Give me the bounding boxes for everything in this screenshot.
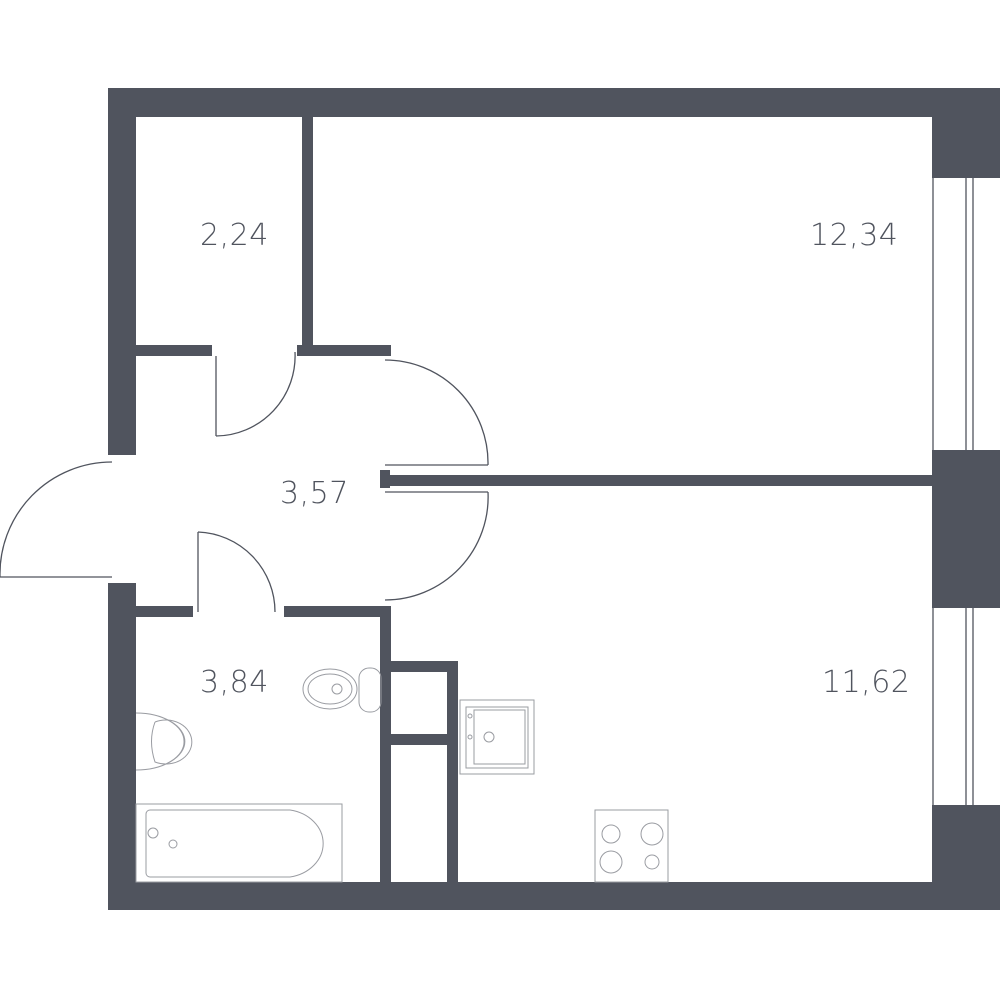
bathroom-wall-top-right (284, 606, 391, 617)
outer-wall-top (108, 88, 1000, 117)
shaft-middle (391, 734, 447, 745)
windows (932, 178, 974, 805)
room-divider-end (380, 470, 390, 488)
bathtub-icon (135, 803, 343, 883)
storage-door[interactable] (215, 351, 296, 437)
outer-wall-right-top (932, 88, 1000, 178)
storage-partition (302, 117, 313, 356)
outer-wall-left-upper (108, 88, 136, 455)
room-area-storage: 2,24 (200, 218, 269, 253)
doors (0, 351, 489, 613)
room-area-kitchen-living: 11,62 (822, 665, 911, 700)
bathroom-door[interactable] (197, 531, 276, 613)
shaft-top (391, 661, 458, 672)
kitchen-door[interactable] (384, 491, 489, 601)
outer-wall-left-lower (108, 583, 136, 910)
bathroom-wall-top-left (136, 606, 193, 617)
room-divider-wall (380, 475, 932, 486)
outer-wall-right-middle (932, 450, 1000, 608)
storage-wall-left (136, 345, 212, 356)
stove-icon (594, 809, 669, 883)
shaft-right (447, 661, 458, 882)
storage-wall-right (297, 345, 391, 356)
washbasin-icon (135, 712, 193, 771)
room-area-hallway: 3,57 (280, 476, 349, 511)
bathroom-wall-right (380, 606, 391, 882)
outer-wall-right-bottom (932, 805, 1000, 910)
walls (108, 88, 1000, 910)
fixtures (135, 667, 669, 883)
entrance-door[interactable] (0, 461, 113, 578)
kitchen-sink-icon (459, 699, 535, 775)
toilet-icon (302, 667, 382, 713)
outer-wall-bottom (108, 882, 1000, 910)
room-area-bedroom: 12,34 (810, 218, 899, 253)
bedroom-door[interactable] (384, 359, 489, 466)
room-area-bathroom: 3,84 (200, 665, 269, 700)
